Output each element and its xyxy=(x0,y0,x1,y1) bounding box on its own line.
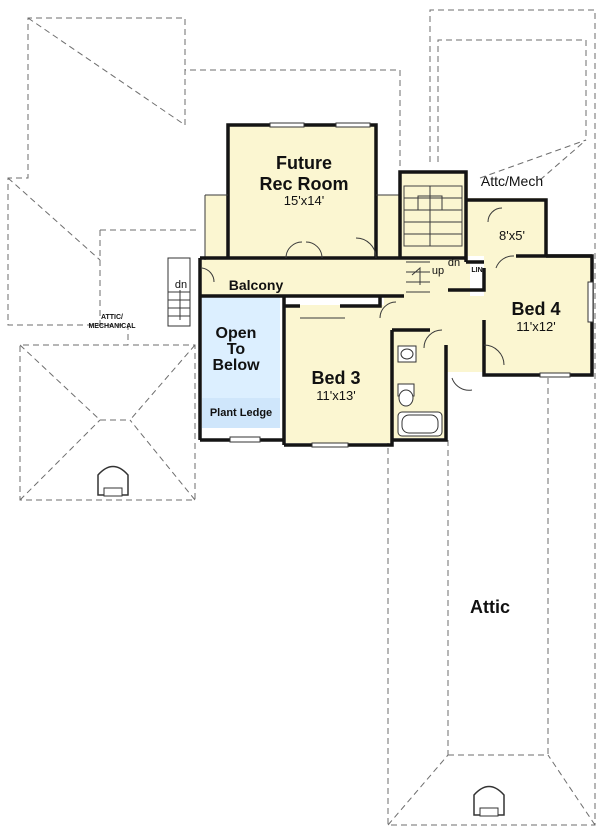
roof-outlines xyxy=(7,9,596,826)
bed4-fill xyxy=(484,255,591,373)
main-stairs xyxy=(403,185,463,293)
bath-fixtures xyxy=(397,345,443,437)
stairs-down-label: dn xyxy=(448,257,460,269)
bed3-size: 11'x13' xyxy=(316,388,355,403)
room-fills xyxy=(200,125,591,443)
open-to-below-fill xyxy=(202,296,280,398)
attc-mech-size: 8'x5' xyxy=(499,228,525,243)
stairs-up-label: up xyxy=(432,265,444,277)
future-rec-room-size: 15'x14' xyxy=(284,193,324,208)
linen-closet-label: LIN xyxy=(471,267,482,274)
left-stairs-down-label: dn xyxy=(175,279,187,291)
plant-ledge-label: Plant Ledge xyxy=(210,407,272,419)
windows xyxy=(229,122,594,448)
attic-mechanical-line1: ATTIC/ xyxy=(101,314,123,321)
doors xyxy=(201,207,515,391)
dormers xyxy=(97,465,505,817)
bed3-fill xyxy=(286,305,391,443)
open-to-below-line3: Below xyxy=(212,357,260,374)
plant-ledge-fill xyxy=(202,398,280,428)
bed3-label: Bed 3 xyxy=(311,368,360,388)
attic-label: Attic xyxy=(470,597,510,617)
future-rec-room-fill xyxy=(228,125,376,260)
balcony-fill xyxy=(200,260,470,296)
future-rec-room-label-1: Future xyxy=(276,153,332,173)
stair-area-fill xyxy=(400,172,468,262)
walls xyxy=(198,123,594,447)
fixtures xyxy=(97,122,594,817)
attic-mechanical-line2: MECHANICAL xyxy=(88,323,136,330)
balcony-label: Balcony xyxy=(229,277,284,293)
open-to-below-line1: Open xyxy=(216,325,257,342)
attic-mech-fill xyxy=(468,198,546,256)
attc-mech-label: Attc/Mech xyxy=(481,173,543,189)
labels: Future Rec Room 15'x14' Attc/Mech 8'x5' … xyxy=(88,153,560,617)
open-to-below-line2: To xyxy=(227,341,246,358)
future-rec-room-label-2: Rec Room xyxy=(259,174,348,194)
bed4-size: 11'x12' xyxy=(516,319,555,334)
bed4-label: Bed 4 xyxy=(511,299,560,319)
left-stairs xyxy=(167,257,191,327)
